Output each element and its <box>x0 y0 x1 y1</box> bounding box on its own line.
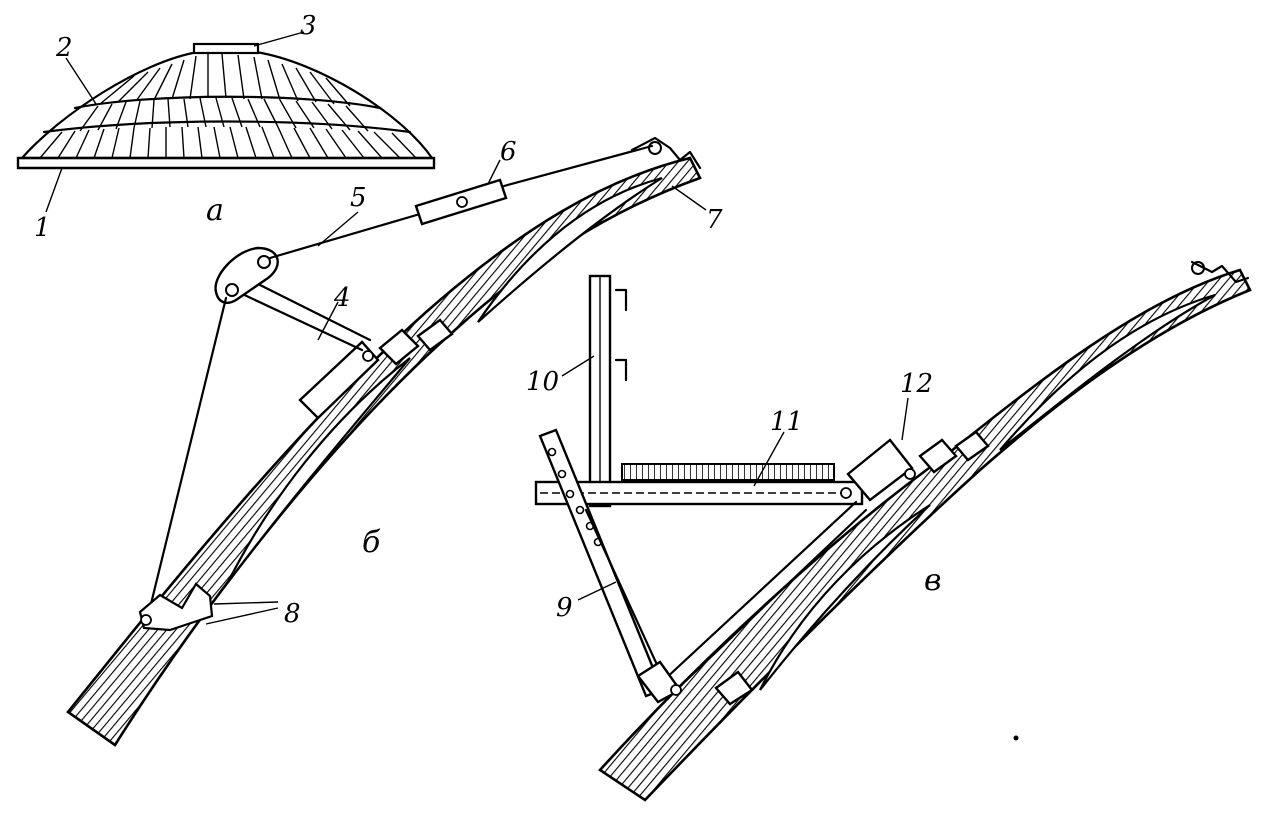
label-3: 3 <box>300 11 317 41</box>
dome-meridians <box>39 53 417 159</box>
label-10: 10 <box>526 367 559 397</box>
label-2: 2 <box>55 33 73 63</box>
numeric-labels: 1 2 3 4 5 6 7 8 9 10 11 12 <box>34 11 933 629</box>
label-8: 8 <box>284 599 301 629</box>
subfigure-labels: а б в <box>206 193 941 598</box>
label-11: 11 <box>770 407 803 437</box>
dome-overview <box>16 31 436 213</box>
dome-base-ring <box>16 156 436 170</box>
subfigure-label-a: а <box>206 193 224 228</box>
rib-b-assembly <box>66 136 707 747</box>
label-7: 7 <box>706 205 723 235</box>
label-9: 9 <box>556 593 573 623</box>
platform-support-beam <box>662 500 858 682</box>
lower-tie <box>146 296 228 618</box>
clamp-12 <box>846 438 914 502</box>
platform-deck <box>621 463 835 481</box>
cable-5 <box>268 212 422 260</box>
strut-4 <box>236 290 364 352</box>
rib-b-cavity-lower <box>227 357 411 583</box>
wedges-8 <box>138 582 214 632</box>
rib-b-bearing-block <box>298 340 380 420</box>
rib-v-body <box>598 268 1252 802</box>
rib-b-cavity-upper <box>477 176 663 323</box>
brace <box>584 508 666 682</box>
dome-crown-ring <box>192 42 260 55</box>
dome-ring-band-lower <box>42 120 412 134</box>
stray-dot <box>1013 735 1019 741</box>
label-4: 4 <box>333 283 351 313</box>
rib-v-assembly <box>534 260 1252 802</box>
label-6: 6 <box>500 137 517 167</box>
subfigure-label-v: в <box>924 563 941 598</box>
rib-v-cavity-lower <box>759 504 931 691</box>
rib-v-cavity-upper <box>999 293 1216 451</box>
label-5: 5 <box>350 183 367 213</box>
label-1: 1 <box>34 213 51 243</box>
link-plate <box>214 246 279 304</box>
subfigure-label-b: б <box>362 525 381 560</box>
label-12: 12 <box>900 369 933 399</box>
